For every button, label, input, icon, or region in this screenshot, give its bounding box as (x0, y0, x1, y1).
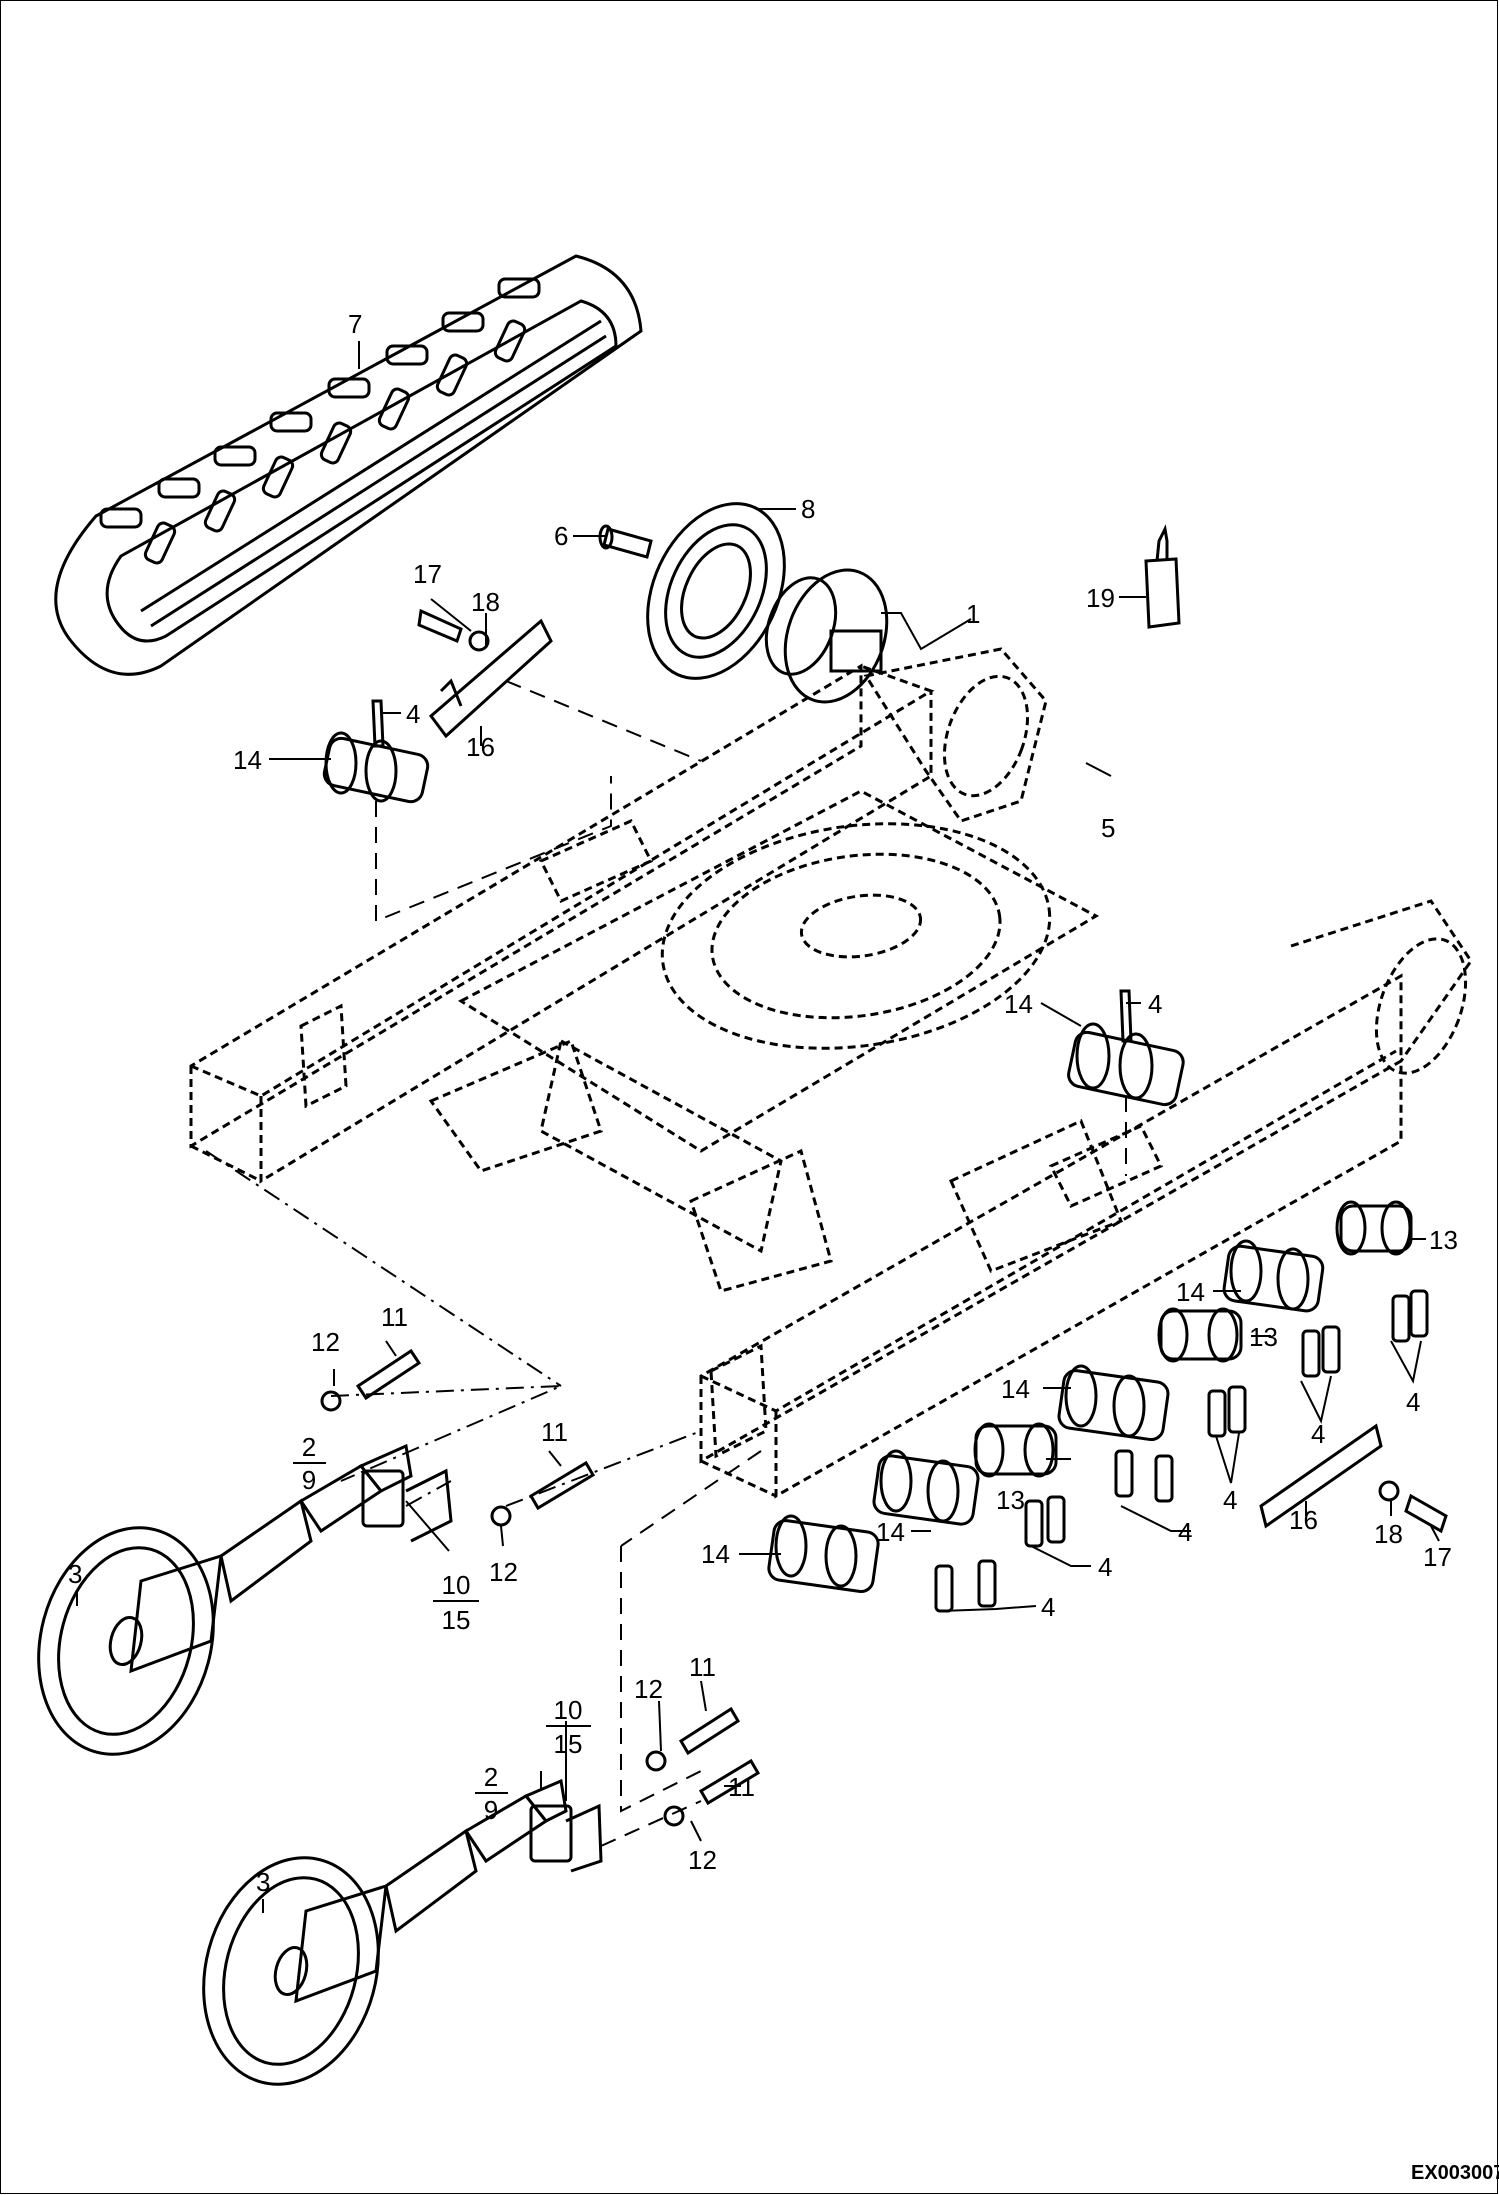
callout-1: 1 (966, 599, 980, 629)
callout-12: 12 (688, 1845, 717, 1875)
drive-motor (764, 568, 889, 704)
callout-12: 12 (489, 1557, 518, 1587)
callout-13: 13 (1429, 1225, 1458, 1255)
track-lugs (99, 277, 541, 565)
fraction-10-15-upper: 10 15 (433, 1570, 479, 1635)
callout-4: 4 (1311, 1419, 1325, 1449)
svg-text:2: 2 (302, 1432, 316, 1462)
callout-11: 11 (728, 1772, 755, 1802)
leader-lines (76, 341, 1440, 1913)
callout-4: 4 (1098, 1552, 1112, 1582)
callout-4: 4 (1178, 1517, 1192, 1547)
sprocket-bolt (598, 524, 653, 559)
sprocket (646, 502, 786, 680)
svg-text:9: 9 (484, 1795, 498, 1825)
callout-4: 4 (406, 699, 420, 729)
callout-11: 11 (541, 1417, 568, 1447)
callout-labels: 7 8 6 1 19 17 18 4 16 14 5 14 4 13 14 13… (68, 309, 1458, 1897)
callout-19: 19 (1086, 583, 1115, 613)
assembly-lines (205, 680, 1127, 1847)
figure-code: EX003007 (1411, 2162, 1499, 2184)
roller-bolts (934, 1289, 1429, 1613)
callout-4: 4 (1223, 1485, 1237, 1515)
callout-14: 14 (876, 1517, 905, 1547)
callout-17: 17 (413, 559, 442, 589)
svg-text:15: 15 (554, 1729, 583, 1759)
lower-rollers (767, 1200, 1413, 1594)
callout-13: 13 (996, 1485, 1025, 1515)
svg-text:9: 9 (302, 1465, 316, 1495)
rubber-track (54, 254, 643, 676)
track-guard-upper (417, 608, 553, 739)
svg-text:10: 10 (554, 1695, 583, 1725)
callout-17: 17 (1423, 1542, 1452, 1572)
callout-18: 18 (471, 587, 500, 617)
callout-3: 3 (256, 1867, 270, 1897)
callout-11: 11 (689, 1652, 716, 1682)
idler-bolts (320, 1348, 761, 1827)
callout-4: 4 (1406, 1387, 1420, 1417)
track-guard-lower (1259, 1423, 1448, 1534)
svg-text:2: 2 (484, 1762, 498, 1792)
callout-18: 18 (1374, 1519, 1403, 1549)
callout-14: 14 (1001, 1374, 1030, 1404)
callout-16: 16 (466, 732, 495, 762)
idler-assembly-upper (37, 1443, 453, 1756)
callout-14: 14 (701, 1539, 730, 1569)
idler-assembly-lower (202, 1778, 603, 2086)
callout-12: 12 (634, 1674, 663, 1704)
callout-14: 14 (1176, 1277, 1205, 1307)
callout-3: 3 (68, 1559, 82, 1589)
callout-7: 7 (348, 309, 362, 339)
callout-4: 4 (1148, 989, 1162, 1019)
fraction-10-15-lower: 10 15 (546, 1695, 591, 1759)
callout-4: 4 (1041, 1592, 1055, 1622)
callout-12: 12 (311, 1327, 340, 1357)
fraction-labels: 2 9 10 15 10 15 2 9 (293, 1432, 591, 1825)
callout-5: 5 (1101, 813, 1115, 843)
callout-6: 6 (554, 521, 568, 551)
callout-14: 14 (233, 745, 262, 775)
grease-tube (1144, 524, 1181, 629)
roller-frame-mid (1067, 989, 1185, 1107)
svg-text:10: 10 (442, 1570, 471, 1600)
callout-16: 16 (1289, 1505, 1318, 1535)
svg-text:15: 15 (442, 1605, 471, 1635)
fraction-2-9-lower: 2 9 (475, 1762, 508, 1825)
callout-8: 8 (801, 494, 815, 524)
undercarriage-frame (189, 647, 1473, 1499)
callout-14: 14 (1004, 989, 1033, 1019)
fraction-2-9-upper: 2 9 (293, 1432, 326, 1495)
callout-13: 13 (1249, 1322, 1278, 1352)
callout-11: 11 (381, 1302, 408, 1332)
